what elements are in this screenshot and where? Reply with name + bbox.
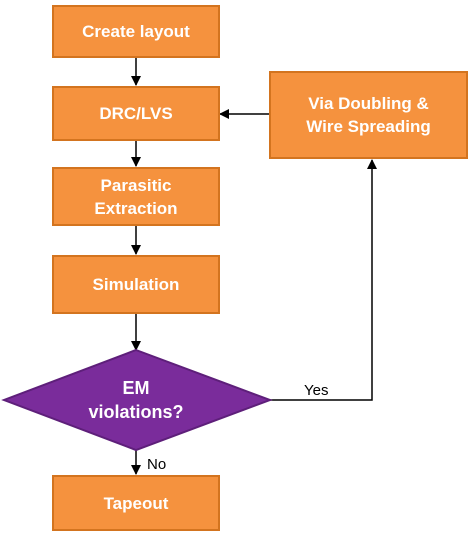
parasitic-extraction-box: Parasitic Extraction (52, 167, 220, 226)
yes-label: Yes (304, 382, 329, 399)
drc-lvs-box: DRC/LVS (52, 86, 220, 141)
em-violations-label: EM violations? (88, 378, 184, 422)
arrow-em-to-via-doubling (270, 159, 377, 401)
create-layout-box: Create layout (52, 5, 220, 58)
tapeout-box: Tapeout (52, 475, 220, 531)
em-violations-diamond (1, 348, 273, 452)
via-doubling-wire-spreading-box: Via Doubling & Wire Spreading (269, 71, 468, 159)
no-label: No (147, 456, 167, 473)
simulation-box: Simulation (52, 255, 220, 314)
